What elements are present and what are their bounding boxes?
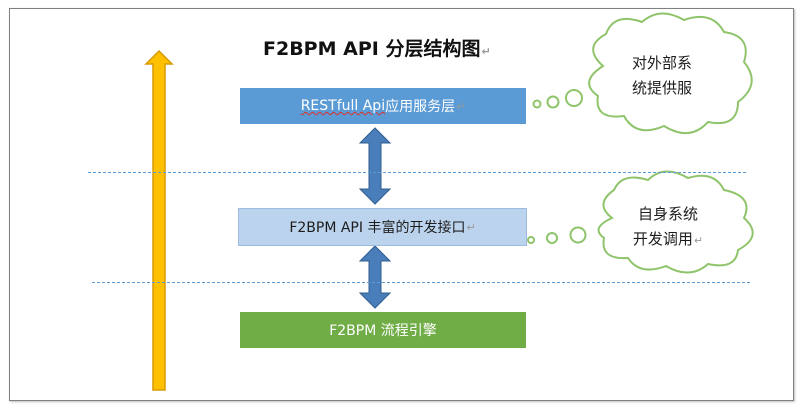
layer-rest-api: RESTfull Api 应用服务层↵ [240, 88, 526, 124]
cloud-bottom-line1: 自身系统 [637, 205, 698, 223]
separator-line-upper [88, 172, 746, 173]
cloud-top-line1: 对外部系 [631, 54, 692, 72]
cloud-top-line2: 统提供服 [631, 79, 692, 97]
layer-api-label: F2BPM API 丰富的开发接口 [289, 220, 466, 236]
diagram-title: F2BPM API 分层结构图↵ [263, 38, 491, 60]
layer-api: F2BPM API 丰富的开发接口↵ [238, 208, 527, 246]
layer-rest-api-suffix: 应用服务层 [385, 99, 456, 115]
layer-rest-api-prefix: RESTfull Api [300, 98, 386, 114]
double-arrow-upper [358, 127, 392, 205]
layer-engine-label: F2BPM 流程引擎 [329, 323, 437, 339]
cloud-bottom-line2: 开发调用↵ [632, 230, 704, 248]
separator-line-lower [92, 282, 750, 283]
double-arrow-lower [358, 245, 392, 309]
thought-cloud-bottom [527, 170, 754, 274]
layer-engine: F2BPM 流程引擎 [240, 312, 526, 348]
thought-cloud-top [532, 12, 753, 134]
upward-arrow [144, 49, 174, 391]
cloud-bottom-text: 自身系统 开发调用↵ [628, 202, 708, 253]
cloud-top-text: 对外部系 统提供服 [614, 51, 710, 101]
